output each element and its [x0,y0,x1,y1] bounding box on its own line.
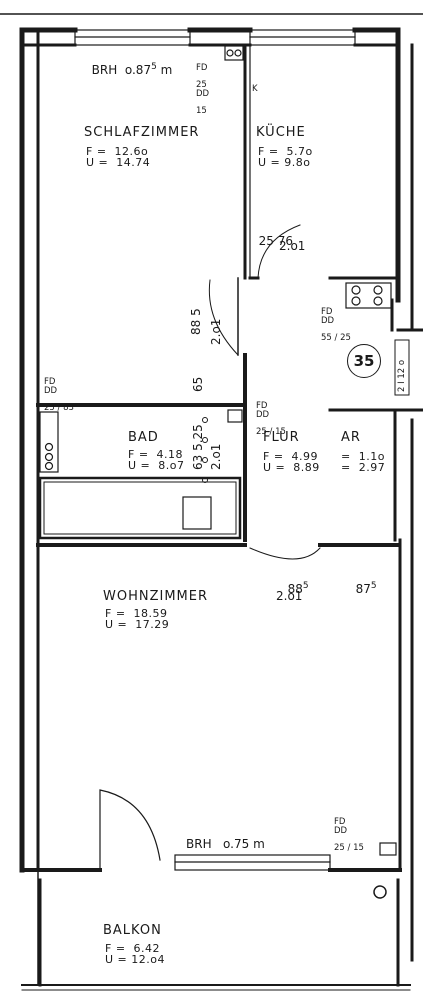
dimension-65: 65 [191,376,205,392]
stair-note: 2 I 12 o [397,359,407,392]
room-name-bad: BAD [128,430,159,445]
room-area-schlafzimmer: F = 12.6o U = 14.74 [86,145,151,169]
balcony-outline [21,869,411,991]
room-name-ar: AR [341,430,361,445]
door-width-bath: 63 5.25 [191,424,205,470]
top-windows [74,29,356,46]
door-height-kitchen: 2.o1 [279,239,306,253]
room-area-balkon: F = 6.42 U = 12.o4 [105,942,165,966]
door-height-living: 2.o1 [276,589,303,603]
room-name-schlafzimmer: SCHLAFZIMMER [84,125,200,140]
door-width-living: 885 [287,581,309,596]
bottom-windows [20,842,402,872]
bath-fixtures [39,409,243,530]
door-height-bedroom: 2.o1 [209,318,223,345]
sill-height-top: BRH o.875 m [91,62,173,77]
vent-label-bedroom: FD DD 25 / 83 [44,377,74,413]
sill-height-bottom: BRH o.75 m [186,837,265,851]
room-area-kueche: F = 5.7o U = 9.8o [258,145,313,169]
room-name-balkon: BALKON [103,923,162,938]
door-height-bath: 2.o1 [209,443,223,470]
door-width-kitchen: 25 76 [258,234,294,248]
unit-number-badge: 35 [347,344,381,378]
kitchen-door-swing [257,224,301,279]
room-name-flur: FLUR [263,430,300,445]
room-area-ar: = 1.1o = 2.97 [341,450,386,474]
door-width-bedroom: 88 5 [189,308,203,335]
vent-label-kitchen-top: FD 25 DD 15 [196,63,210,116]
living-door-swing [249,547,321,560]
bedroom-door-swing [208,279,239,356]
balcony-door [99,789,161,871]
room-name-kueche: KÜCHE [256,125,306,140]
room-name-wohnzimmer: WOHNZIMMER [103,589,209,604]
vent-label-bath: FD DD 25 / 15 [256,401,286,437]
vent-label-kitchen-right: FD DD 55 / 25 [321,307,351,343]
interior-walls [36,43,400,547]
exterior-walls [19,27,401,873]
right-party-wall [396,43,423,962]
room-area-wohnzimmer: F = 18.59 U = 17.29 [105,607,170,631]
kitchen-k-mark: K [252,84,258,94]
kitchen-stove [224,45,392,309]
vent-label-living: FD DD 25 / 15 [334,817,364,853]
room-area-flur: F = 4.99 U = 8.89 [263,450,320,474]
door-width-storage: 875 [355,581,377,596]
room-area-bad: F = 4.18 U = 8.o7 [128,448,185,472]
bathtub [38,476,242,540]
